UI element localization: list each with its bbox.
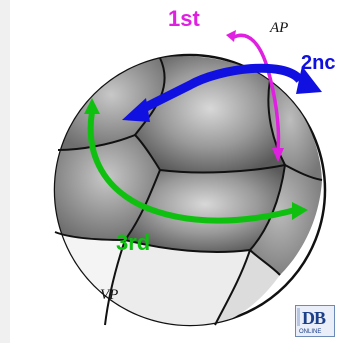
- blastomere-lower-center: [125, 165, 285, 252]
- logo-side-strip: [297, 308, 300, 326]
- animal-pole-label: AP: [270, 20, 289, 36]
- first-cleavage-furrow-right: [267, 79, 286, 166]
- vegetal-pole-label: VP: [100, 287, 119, 303]
- vegetal-cell-right: [215, 250, 280, 325]
- logo-mark: DB: [302, 308, 326, 328]
- second-cleavage-label: 2nc: [301, 52, 336, 74]
- logo-text: ONLINE: [299, 329, 322, 335]
- blastomere-lower-left: [55, 135, 160, 240]
- vegetal-cell-center: [105, 240, 250, 325]
- blastomere-upper-center: [135, 56, 285, 173]
- second-cleavage-arrow: [122, 63, 322, 122]
- first-cleavage-label: 1st: [168, 6, 200, 31]
- first-cleavage-furrow: [133, 57, 166, 171]
- third-cleavage-furrow: [159, 163, 323, 181]
- equatorial-furrow: [54, 231, 281, 276]
- db-online-logo: DB ONLINE: [295, 305, 335, 337]
- blastomere-lower-right: [250, 165, 322, 275]
- blastomere-upper-right: [268, 80, 322, 180]
- third-cleavage-label: 3rd: [116, 230, 151, 255]
- left-margin-strip: [0, 0, 10, 343]
- cleavage-furrows: [54, 57, 323, 326]
- third-cleavage-arrow: [84, 98, 308, 224]
- blastomere-upper-left: [58, 58, 165, 150]
